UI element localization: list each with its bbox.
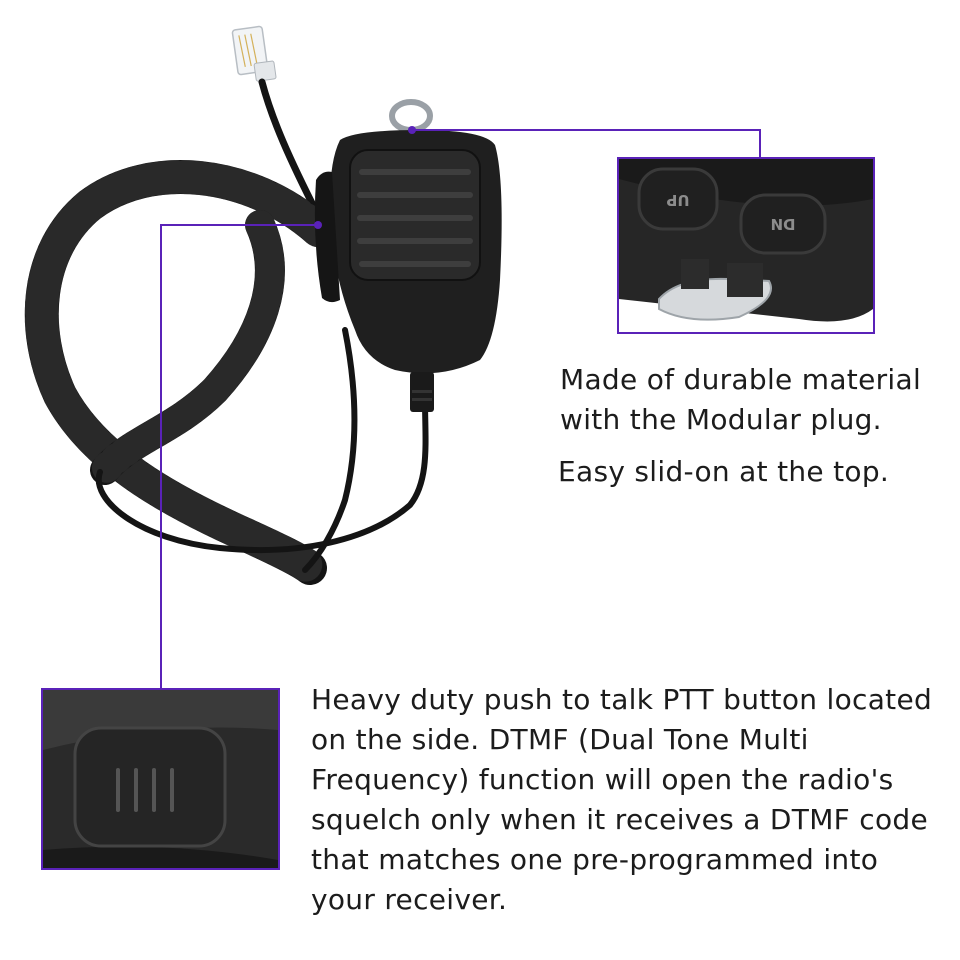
- hanger-loop: [389, 99, 433, 133]
- callout-line-side: [160, 224, 318, 688]
- caption-material: Made of durable material with the Modula…: [560, 363, 922, 436]
- hanger-clip: [658, 259, 772, 321]
- ptt-button: [73, 726, 227, 848]
- svg-text:UP: UP: [666, 191, 689, 209]
- coiled-cord: [24, 160, 429, 585]
- svg-text:DN: DN: [770, 215, 795, 233]
- up-button: UP: [637, 167, 719, 231]
- caption-slide-on: Easy slid-on at the top.: [558, 455, 890, 488]
- modular-plug-icon: [231, 25, 277, 82]
- inset-updown-buttons: UP DN: [617, 157, 875, 334]
- dn-button: DN: [739, 193, 827, 255]
- inset-ptt-button: [41, 688, 280, 870]
- caption-ptt: Heavy duty push to talk PTT button locat…: [311, 683, 933, 916]
- speaker-grille: [357, 169, 473, 267]
- plug-cable: [258, 78, 322, 219]
- callout-line-top: [412, 129, 761, 157]
- microphone-body: [314, 130, 502, 412]
